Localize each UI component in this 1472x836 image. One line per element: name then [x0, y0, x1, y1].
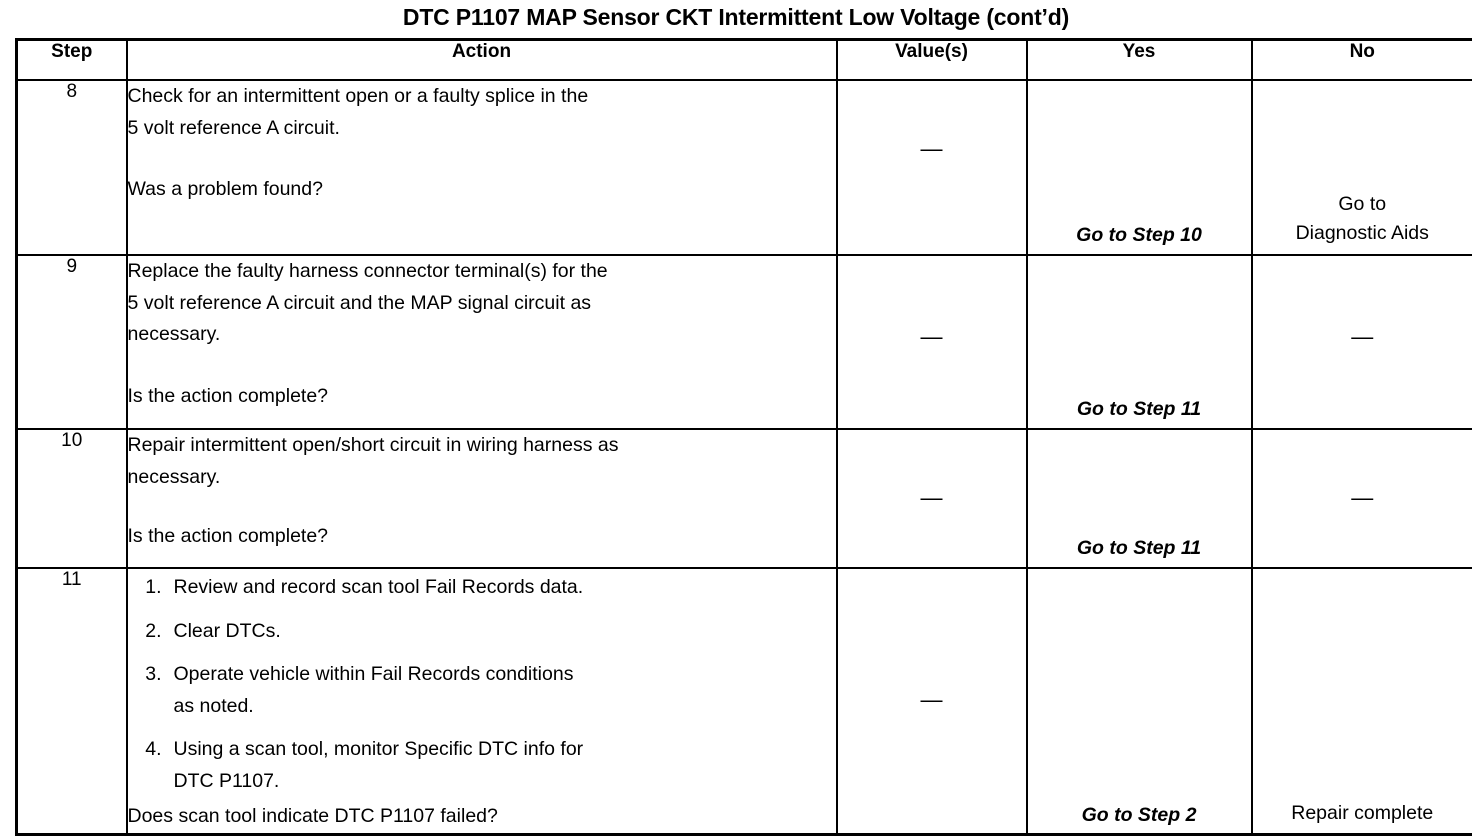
action-text-line: necessary.: [128, 319, 836, 351]
step-no-answer: Go to Diagnostic Aids: [1252, 80, 1472, 255]
step-value: —: [837, 80, 1027, 255]
list-item-text-line: Operate vehicle within Fail Records cond…: [174, 663, 574, 685]
value-dash: —: [838, 326, 1026, 348]
value-dash: —: [838, 689, 1026, 711]
step-number: 11: [17, 568, 127, 835]
action-question: Was a problem found?: [128, 174, 836, 206]
table-row: 10 Repair intermittent open/short circui…: [17, 429, 1472, 568]
action-text-line: necessary.: [128, 462, 836, 494]
list-item-text-line: Using a scan tool, monitor Specific DTC …: [174, 738, 584, 760]
yes-answer-text: Go to Step 10: [1028, 224, 1251, 247]
action-text-line: Replace the faulty harness connector ter…: [128, 256, 836, 288]
step-yes-answer: Go to Step 11: [1027, 255, 1252, 429]
step-no-answer: —: [1252, 429, 1472, 568]
column-header-yes: Yes: [1027, 40, 1252, 81]
page-title: DTC P1107 MAP Sensor CKT Intermittent Lo…: [0, 0, 1472, 38]
spacer: [128, 144, 836, 174]
action-question: Is the action complete?: [128, 381, 836, 413]
step-yes-answer: Go to Step 10: [1027, 80, 1252, 255]
step-value: —: [837, 568, 1027, 835]
action-text-line: Repair intermittent open/short circuit i…: [128, 430, 836, 462]
step-value: —: [837, 429, 1027, 568]
no-answer-text: Go to Diagnostic Aids: [1253, 190, 1472, 247]
action-text-line: 5 volt reference A circuit and the MAP s…: [128, 288, 836, 320]
list-item: 1. Review and record scan tool Fail Reco…: [128, 572, 836, 604]
list-item-text: Using a scan tool, monitor Specific DTC …: [174, 734, 836, 797]
action-question: Does scan tool indicate DTC P1107 failed…: [128, 801, 836, 833]
column-header-step: Step: [17, 40, 127, 81]
value-dash: —: [838, 487, 1026, 509]
table-row: 11 1. Review and record scan tool Fail R…: [17, 568, 1472, 835]
no-answer-text: Repair complete: [1253, 799, 1472, 827]
list-item-number: 3.: [128, 659, 174, 722]
no-answer-line1: Go to: [1338, 193, 1386, 215]
action-ordered-list: 1. Review and record scan tool Fail Reco…: [128, 572, 836, 797]
step-number: 10: [17, 429, 127, 568]
list-item: 3. Operate vehicle within Fail Records c…: [128, 659, 836, 722]
yes-answer-text: Go to Step 2: [1028, 804, 1251, 827]
list-item-text-continuation: DTC P1107.: [174, 766, 836, 798]
no-answer-dash: —: [1253, 326, 1472, 348]
no-answer-dash: —: [1253, 487, 1472, 509]
no-answer-line2: Diagnostic Aids: [1296, 222, 1429, 244]
spacer: [128, 351, 836, 381]
step-action: Replace the faulty harness connector ter…: [127, 255, 837, 429]
spacer: [128, 493, 836, 521]
list-item-text: Review and record scan tool Fail Records…: [174, 572, 836, 604]
column-header-action: Action: [127, 40, 837, 81]
action-question: Is the action complete?: [128, 521, 836, 553]
list-item-number: 2.: [128, 616, 174, 648]
diagnostic-table: Step Action Value(s) Yes No 8 Check for …: [15, 38, 1472, 836]
list-item-text-continuation: as noted.: [174, 691, 836, 723]
step-yes-answer: Go to Step 11: [1027, 429, 1252, 568]
column-header-no: No: [1252, 40, 1472, 81]
yes-answer-text: Go to Step 11: [1028, 537, 1251, 560]
list-item-text: Clear DTCs.: [174, 616, 836, 648]
list-item: 2. Clear DTCs.: [128, 616, 836, 648]
yes-answer-text: Go to Step 11: [1028, 398, 1251, 421]
service-manual-page: DTC P1107 MAP Sensor CKT Intermittent Lo…: [0, 0, 1472, 808]
step-action: 1. Review and record scan tool Fail Reco…: [127, 568, 837, 835]
list-item-text: Operate vehicle within Fail Records cond…: [174, 659, 836, 722]
step-yes-answer: Go to Step 2: [1027, 568, 1252, 835]
column-header-value: Value(s): [837, 40, 1027, 81]
list-item-number: 1.: [128, 572, 174, 604]
list-item-number: 4.: [128, 734, 174, 797]
table-header-row: Step Action Value(s) Yes No: [17, 40, 1472, 81]
table-row: 9 Replace the faulty harness connector t…: [17, 255, 1472, 429]
step-action: Check for an intermittent open or a faul…: [127, 80, 837, 255]
step-value: —: [837, 255, 1027, 429]
value-dash: —: [838, 138, 1026, 160]
action-text-line: 5 volt reference A circuit.: [128, 113, 836, 145]
step-number: 8: [17, 80, 127, 255]
list-item: 4. Using a scan tool, monitor Specific D…: [128, 734, 836, 797]
step-no-answer: —: [1252, 255, 1472, 429]
step-action: Repair intermittent open/short circuit i…: [127, 429, 837, 568]
table-row: 8 Check for an intermittent open or a fa…: [17, 80, 1472, 255]
step-number: 9: [17, 255, 127, 429]
step-no-answer: Repair complete: [1252, 568, 1472, 835]
action-text-line: Check for an intermittent open or a faul…: [128, 81, 836, 113]
